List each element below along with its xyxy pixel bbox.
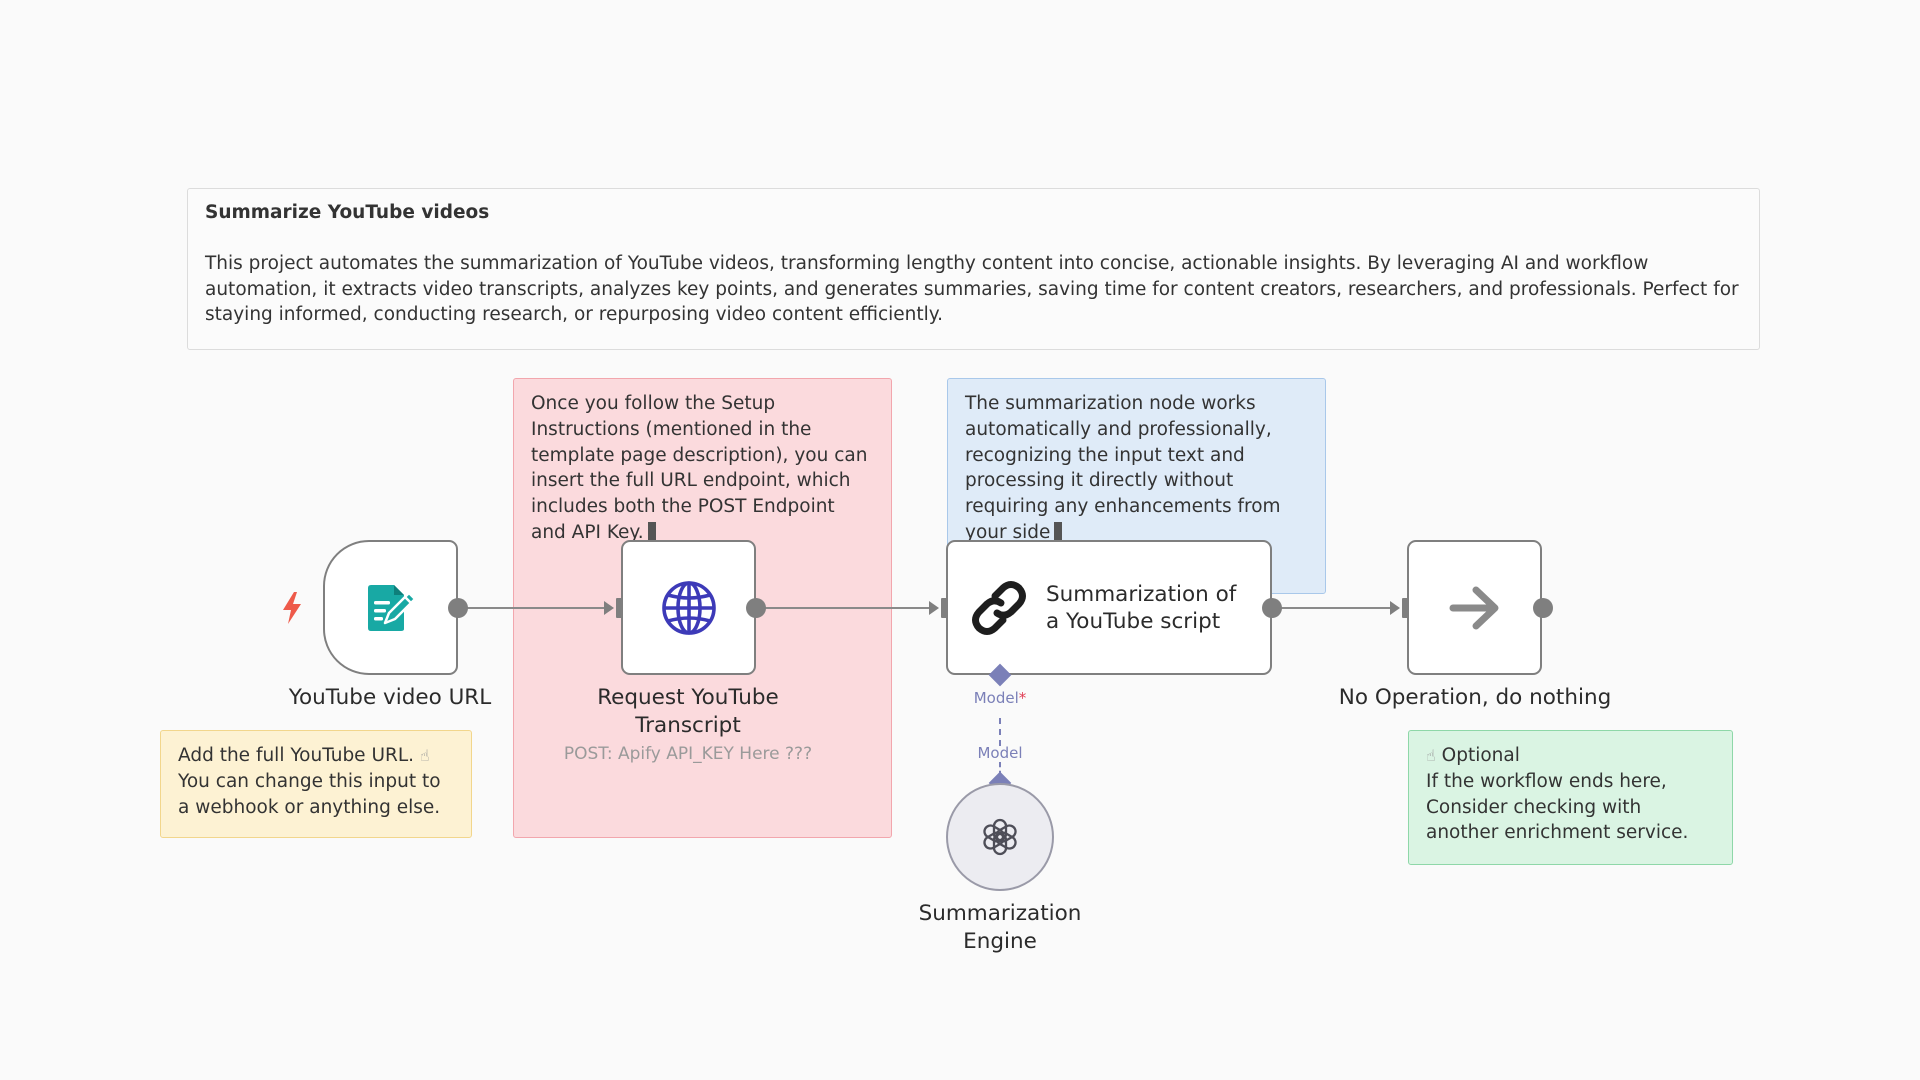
input-port[interactable]: [1402, 598, 1410, 618]
note-body: This project automates the summarization…: [205, 252, 1739, 326]
node-no-operation[interactable]: [1407, 540, 1542, 675]
input-port[interactable]: [616, 598, 624, 618]
model-output-label: Model: [977, 744, 1023, 762]
note-text: Once you follow the Setup Instructions (…: [531, 393, 868, 543]
required-mark: *: [1018, 689, 1027, 707]
node-label-line: Request YouTube: [597, 685, 779, 710]
node-label-line: a YouTube script: [1046, 608, 1221, 634]
arrowhead-icon: [929, 601, 939, 615]
arrowhead-icon: [1390, 601, 1400, 615]
connection-line[interactable]: [466, 607, 610, 609]
openai-icon: [979, 816, 1021, 858]
note-text: The summarization node works automatical…: [965, 393, 1281, 543]
sticky-note-url-input[interactable]: Add the full YouTube URL. ☝ You can chan…: [160, 730, 472, 838]
output-port[interactable]: [1262, 598, 1282, 618]
node-label: Request YouTube Transcript: [548, 684, 828, 740]
node-request-youtube-transcript[interactable]: [621, 540, 756, 675]
node-label: YouTube video URL: [288, 685, 492, 710]
note-line: Consider checking with another enrichmen…: [1426, 796, 1689, 844]
arrowhead-icon: [604, 601, 614, 615]
node-youtube-video-url[interactable]: [323, 540, 458, 675]
model-connection-line[interactable]: [999, 762, 1001, 776]
output-port[interactable]: [1533, 598, 1553, 618]
output-port[interactable]: [746, 598, 766, 618]
note-title: Summarize YouTube videos: [205, 202, 490, 223]
node-label-line: Transcript: [635, 713, 741, 738]
model-label-text: Model: [973, 689, 1019, 707]
pointing-hand-icon: ☝: [419, 746, 430, 765]
note-title: Optional: [1441, 745, 1520, 766]
globe-icon: [661, 580, 717, 636]
arrow-right-icon: [1448, 584, 1502, 632]
text-cursor-icon: [1054, 521, 1063, 540]
node-label-line: Summarization: [918, 901, 1082, 926]
text-cursor-icon: [647, 521, 656, 540]
form-edit-icon: [364, 583, 418, 633]
node-subtitle: POST: Apify API_KEY Here ???: [563, 744, 813, 764]
note-line: You can change this input to a webhook o…: [178, 770, 441, 818]
node-label-line: Engine: [963, 929, 1037, 954]
chain-link-icon: [970, 579, 1028, 637]
node-label-line: Summarization of: [1046, 581, 1237, 607]
connection-line[interactable]: [764, 607, 935, 609]
pointing-hand-icon: ☝: [1426, 746, 1436, 765]
node-summarization-engine[interactable]: [946, 783, 1054, 891]
model-connection-line[interactable]: [999, 718, 1001, 746]
output-port[interactable]: [448, 598, 468, 618]
sticky-note-optional[interactable]: ☝ Optional If the workflow ends here, Co…: [1408, 730, 1733, 865]
node-label: No Operation, do nothing: [1338, 685, 1612, 710]
node-summarization[interactable]: Summarization of a YouTube script: [946, 540, 1272, 675]
note-line: If the workflow ends here,: [1426, 770, 1667, 792]
model-input-label: Model*: [960, 689, 1040, 707]
trigger-bolt-icon: [282, 592, 302, 624]
sticky-note-summary[interactable]: Summarize YouTube videos This project au…: [187, 188, 1760, 350]
connection-line[interactable]: [1280, 607, 1396, 609]
note-line: Add the full YouTube URL.: [178, 745, 415, 766]
input-port[interactable]: [941, 598, 949, 618]
node-label: Summarization of a YouTube script: [1046, 581, 1236, 635]
node-label: Summarization Engine: [860, 900, 1140, 956]
